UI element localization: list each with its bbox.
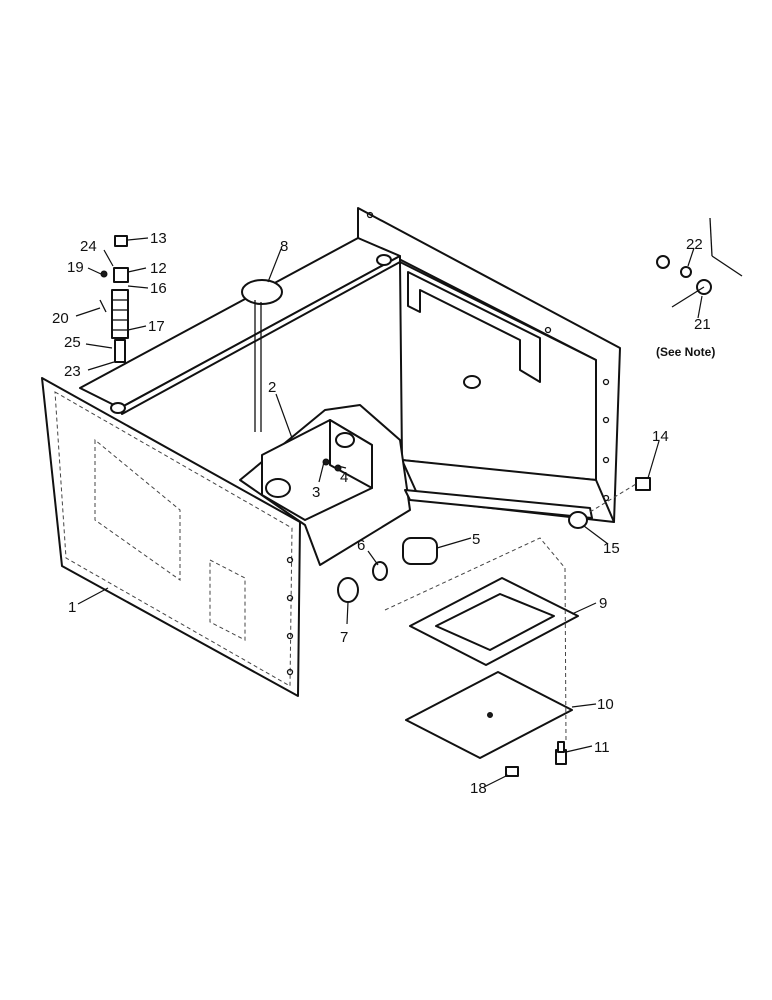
filler-port (110, 402, 126, 414)
callout-10: 10 (597, 696, 614, 713)
cover-plate-part-10 (405, 671, 573, 759)
callout-25: 25 (64, 334, 81, 351)
callout-12: 12 (150, 260, 167, 277)
note-parts-21-22 (656, 255, 712, 308)
callout-17: 17 (148, 318, 165, 335)
callout-16: 16 (150, 280, 167, 297)
seal-part-7 (337, 577, 359, 603)
tie-rod (404, 489, 593, 519)
callout-18: 18 (470, 780, 487, 797)
callout-6: 6 (357, 537, 365, 554)
callout-15: 15 (603, 540, 620, 557)
callout-labels: 1 2 3 4 5 6 7 8 9 10 11 12 13 14 15 16 1… (52, 230, 715, 797)
pump-housing (239, 404, 411, 566)
callout-4: 4 (340, 469, 348, 486)
callout-23: 23 (64, 363, 81, 380)
dipstick-assembly (241, 279, 283, 432)
callout-21: 21 (694, 316, 711, 333)
top-cap (376, 254, 392, 266)
fitting-part-5 (402, 537, 438, 565)
hidden-pipe (209, 559, 246, 641)
nut-part-15 (568, 511, 588, 529)
callout-14: 14 (652, 428, 669, 445)
washer-part-6 (372, 561, 388, 581)
leader-lines (75, 237, 703, 788)
callout-2: 2 (268, 379, 276, 396)
callout-20: 20 (52, 310, 69, 327)
corner-guide-lines (709, 217, 743, 277)
callout-22: 22 (686, 236, 703, 253)
back-wall-bracket (407, 271, 541, 383)
callout-1: 1 (68, 599, 76, 616)
inner-wall-fitting (463, 375, 481, 389)
tank-body (41, 207, 621, 697)
alignment-lines (384, 483, 637, 743)
see-note-label: (See Note) (656, 345, 715, 359)
front-plate-holes (286, 556, 294, 676)
callout-11: 11 (594, 739, 610, 756)
callout-3: 3 (312, 484, 320, 501)
callout-19: 19 (67, 259, 84, 276)
bolt-part-14 (635, 477, 651, 491)
callout-7: 7 (340, 629, 348, 646)
nut-part-18 (505, 766, 519, 777)
callout-9: 9 (599, 595, 607, 612)
bolt-part-11 (555, 741, 567, 765)
callout-8: 8 (280, 238, 288, 255)
gasket-part-9 (409, 577, 579, 666)
breather-tube-assembly (99, 235, 129, 363)
callout-5: 5 (472, 531, 480, 548)
callout-24: 24 (80, 238, 97, 255)
front-plate-inner-outline (54, 391, 293, 687)
hidden-compartment (94, 438, 181, 581)
back-plate-holes (366, 211, 610, 502)
front-plate (41, 377, 301, 697)
callout-13: 13 (150, 230, 167, 247)
